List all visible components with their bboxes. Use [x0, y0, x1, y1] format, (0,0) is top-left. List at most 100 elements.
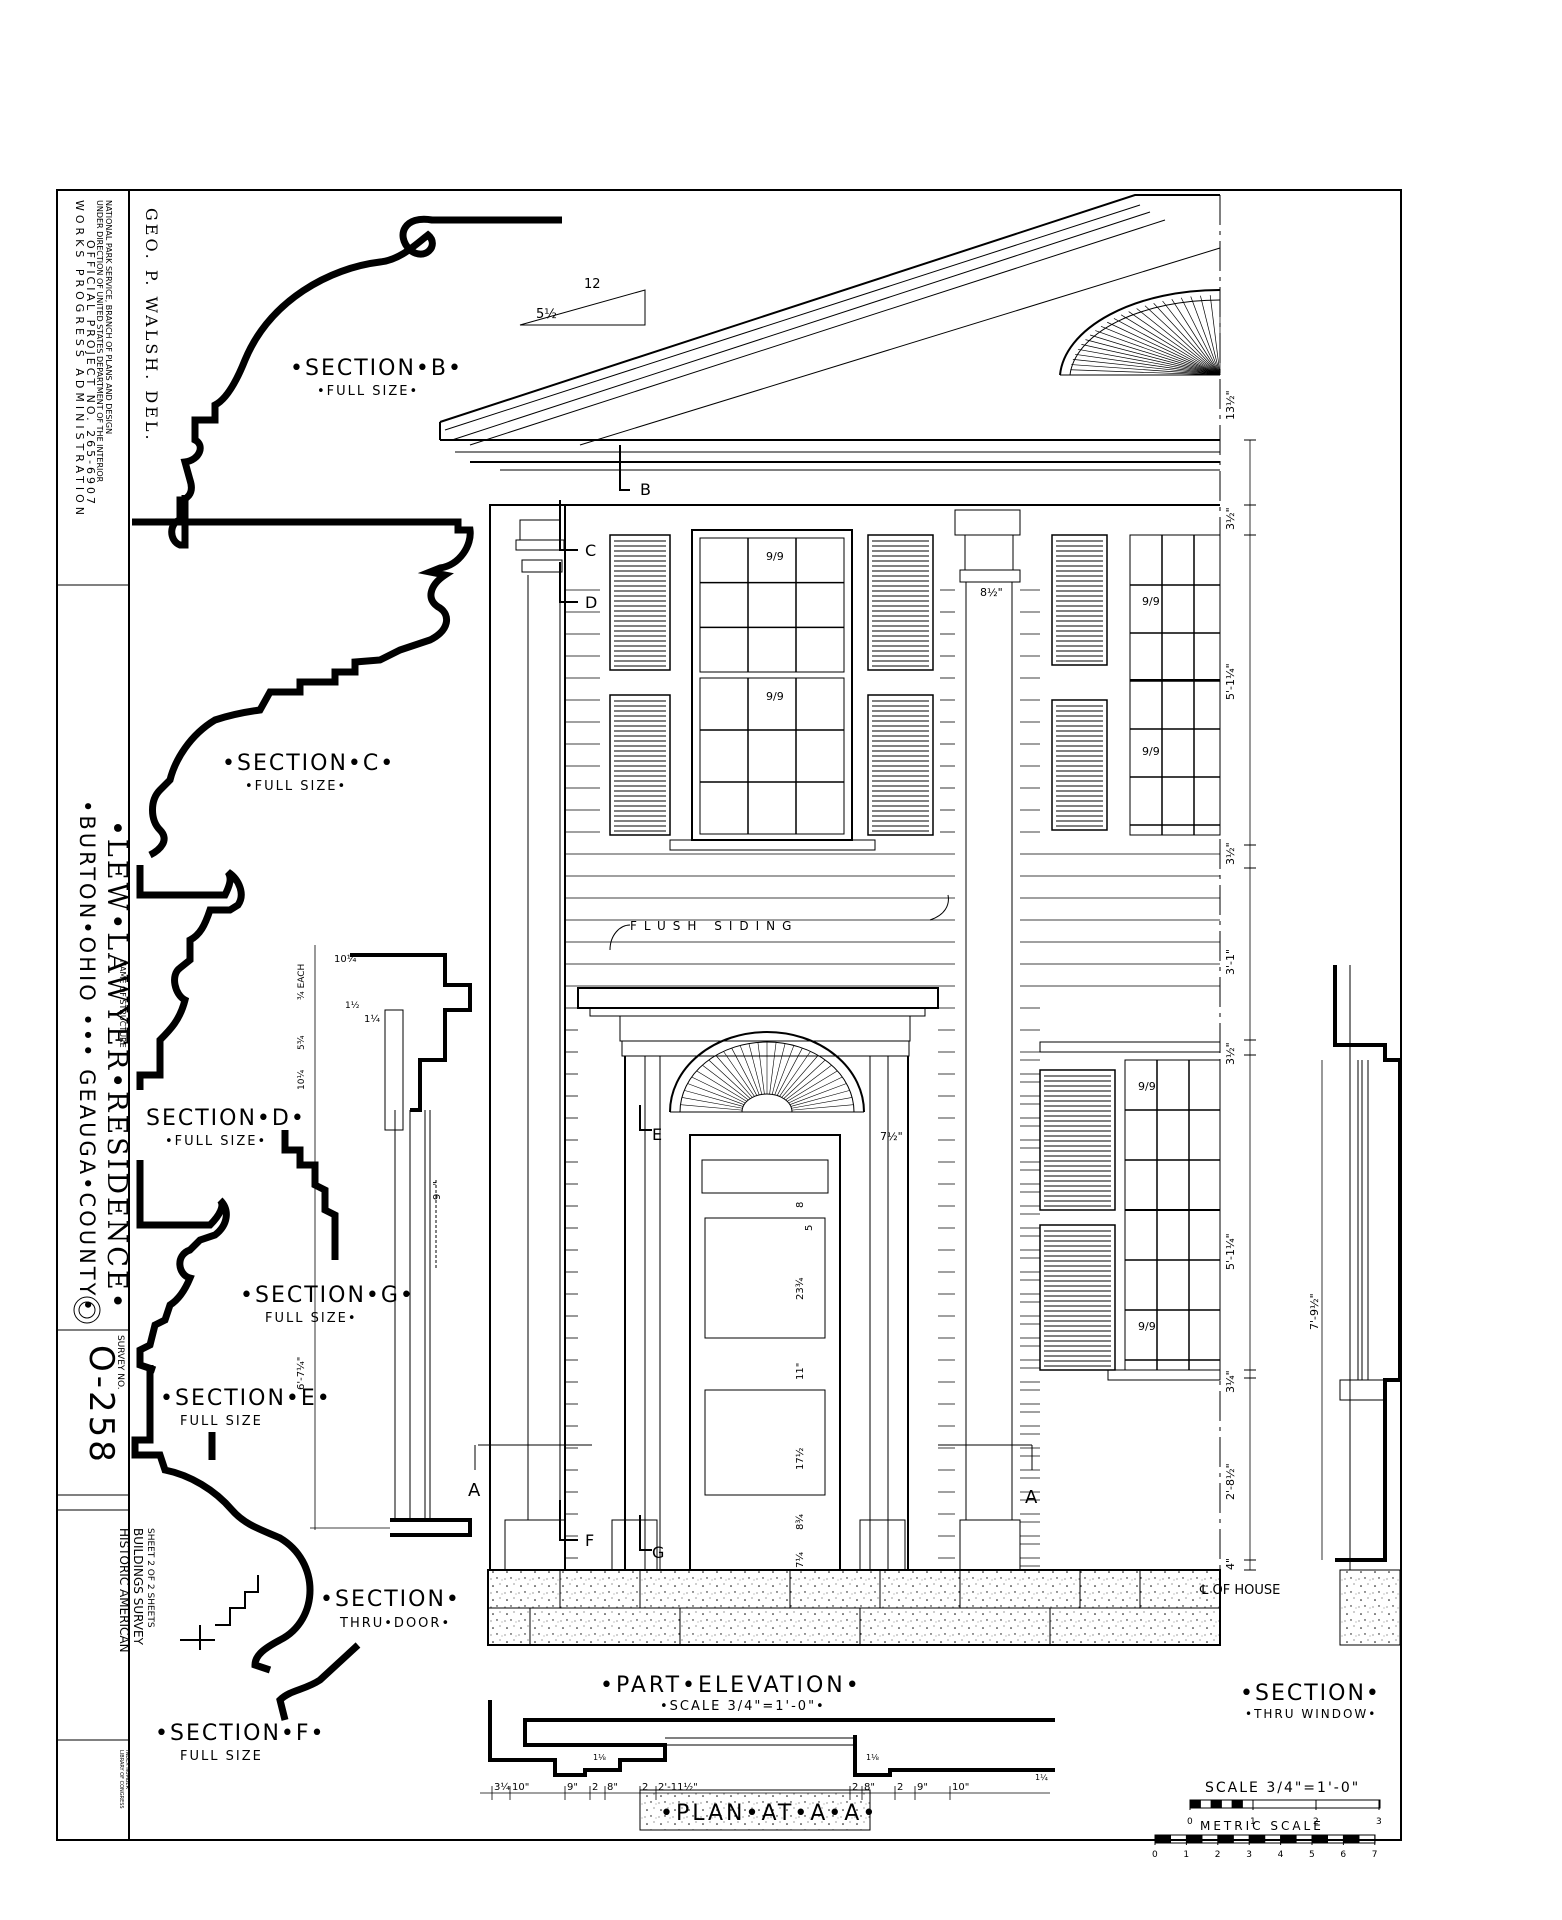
svg-text:7¼: 7¼ [794, 1552, 806, 1568]
door-frame: 5 8 23¾ 11" 17½ 8¾ 7¼ 7½" [577, 987, 939, 1571]
habs-line2: BUILDINGS SURVEY [131, 1528, 145, 1646]
upper-window: 9/9 9/9 [669, 529, 876, 851]
section-f-profile [180, 1432, 361, 1721]
svg-text:C: C [585, 541, 596, 560]
plan-dim-label: 2 [852, 1782, 858, 1793]
svg-text:8: 8 [795, 1202, 806, 1208]
section-c-subtitle: •FULL SIZE• [245, 779, 347, 794]
plan-title: •PLAN•AT•A•A• [660, 1801, 878, 1826]
survey-number: O-258 [81, 1345, 121, 1465]
plan-dim-label: 8" [864, 1782, 875, 1793]
section-e-profile [131, 1365, 314, 1674]
svg-text:9/9: 9/9 [1142, 595, 1160, 608]
door-section-drawing: 10¼ ¾ EACH 5¾ 1¼ 1½ 10¼ 6'-7¼" 9" [295, 945, 472, 1537]
loc-line1: LIBRARY OF CONGRESS [118, 1750, 124, 1809]
scale-tick-label: 5 [1309, 1850, 1315, 1860]
plan-dim-label: 8" [607, 1782, 618, 1793]
door-section-title: •SECTION• [320, 1587, 461, 1612]
structure-name: •LEW•LAWYER•RESIDENCE• [101, 820, 132, 1312]
survey-caption: SURVEY NO. [115, 1335, 125, 1390]
section-b-profile [168, 215, 562, 549]
svg-text:3½": 3½" [1224, 842, 1237, 865]
section-f-subtitle: FULL SIZE [180, 1749, 263, 1764]
svg-text:A: A [1025, 1487, 1038, 1508]
window-section-title: •SECTION• [1240, 1681, 1381, 1706]
scale-tick-label: 2 [1313, 1817, 1319, 1827]
svg-text:4": 4" [1224, 1558, 1237, 1570]
center-line-label: ℄ OF HOUSE [1199, 1583, 1280, 1598]
svg-text:9/9: 9/9 [1138, 1320, 1156, 1333]
svg-text:E: E [652, 1125, 662, 1144]
delineator-credit: GEO. P. WALSH. DEL. [142, 208, 161, 443]
habs-line1: HISTORIC AMERICAN [117, 1528, 131, 1653]
svg-text:B: B [640, 480, 651, 499]
svg-text:5: 5 [804, 1225, 815, 1231]
svg-text:5'-1¼": 5'-1¼" [1224, 663, 1237, 700]
pediment-rake [439, 194, 1220, 423]
section-e-subtitle: FULL SIZE [180, 1414, 263, 1429]
svg-text:6'-7¼": 6'-7¼" [295, 1357, 307, 1390]
window-section-subtitle: •THRU WINDOW• [1245, 1707, 1377, 1721]
plan-dim-label: 10" [512, 1782, 529, 1793]
part-elevation: 12 5½ 8½" 9/9 9/9 [439, 194, 1280, 1646]
pitch-run: 12 [584, 277, 601, 292]
svg-text:A: A [468, 1480, 481, 1501]
elevation-scale: •SCALE 3/4"=1'-0"• [660, 1699, 826, 1714]
svg-text:SCALE 3/4"=1'-0": SCALE 3/4"=1'-0" [1205, 1780, 1360, 1796]
plan-dim-label: 2 [592, 1782, 598, 1793]
svg-text:3¼": 3¼" [1224, 1370, 1237, 1393]
cut-markers: B C D E F G A A [468, 445, 1038, 1562]
pediment-fan [1059, 288, 1221, 376]
plan-dim-label: 10" [952, 1782, 969, 1793]
svg-text:17½: 17½ [794, 1447, 806, 1470]
right-upper-window: 9/9 9/9 [1129, 534, 1221, 836]
section-g-profile [136, 1160, 230, 1374]
svg-text:1¼: 1¼ [364, 1013, 380, 1025]
svg-text:D: D [585, 593, 597, 612]
svg-text:¾ EACH: ¾ EACH [297, 964, 307, 1000]
svg-text:9/9: 9/9 [766, 550, 784, 563]
name-caption: NAME OF STRUCTURE [118, 960, 127, 1048]
section-d-profile [136, 865, 339, 1260]
wpa-line3: UNDER DIRECTION OF UNITED STATES DEPARTM… [95, 200, 104, 483]
svg-text:METRIC SCALE: METRIC SCALE [1200, 1819, 1324, 1833]
svg-text:2'-8½": 2'-8½" [1224, 1463, 1237, 1500]
sheet-line: SHEET 2 OF 2 SHEETS [145, 1528, 155, 1628]
loc-line2: INDEX NUMBER [124, 1750, 130, 1790]
nps-seal [73, 1296, 101, 1324]
plan-dim-label: 9" [917, 1782, 928, 1793]
section-d-subtitle: •FULL SIZE• [165, 1134, 267, 1149]
flush-siding-label: FLUSH SIDING [630, 919, 798, 933]
right-lower-window: 9/9 9/9 [1039, 1041, 1221, 1381]
svg-text:9": 9" [432, 1173, 443, 1200]
shutters [609, 534, 1116, 1371]
section-e-title: •SECTION•E• [160, 1386, 332, 1411]
scale-tick-label: 0 [1187, 1817, 1193, 1827]
plan-dim-label: 2'-11½" [658, 1781, 698, 1793]
svg-text:9/9: 9/9 [1138, 1080, 1156, 1093]
right-pilaster [954, 509, 1021, 536]
svg-text:9/9: 9/9 [766, 690, 784, 703]
plan-small-dim: 1⅛ [593, 1753, 606, 1762]
svg-text:9/9: 9/9 [1142, 745, 1160, 758]
svg-text:1½: 1½ [345, 1001, 360, 1011]
scale-tick-label: 6 [1340, 1850, 1346, 1860]
scale-tick-label: 3 [1246, 1850, 1252, 1860]
svg-text:7'-9½": 7'-9½" [1308, 1293, 1321, 1330]
svg-text:3½": 3½" [1224, 507, 1237, 530]
plan-small-dim: 1¼ [1035, 1773, 1048, 1782]
svg-text:5'-1¼": 5'-1¼" [1224, 1233, 1237, 1270]
svg-text:23¾: 23¾ [795, 1277, 806, 1300]
wpa-line2: OFFICIAL PROJECT NO. 265-6907 [84, 240, 97, 507]
title-block: WORKS PROGRESS ADMINISTRATION OFFICIAL P… [57, 200, 155, 1809]
wpa-line1: WORKS PROGRESS ADMINISTRATION [73, 200, 86, 519]
pilaster-dim: 8½" [980, 586, 1003, 599]
plan-small-dim: 1⅛ [866, 1753, 879, 1762]
window-section-drawing: 7'-9½" [1308, 965, 1402, 1646]
scale-tick-label: 7 [1372, 1850, 1378, 1860]
section-g-subtitle: FULL SIZE• [265, 1311, 357, 1326]
plan-dim-label: 3¼ [494, 1781, 510, 1793]
